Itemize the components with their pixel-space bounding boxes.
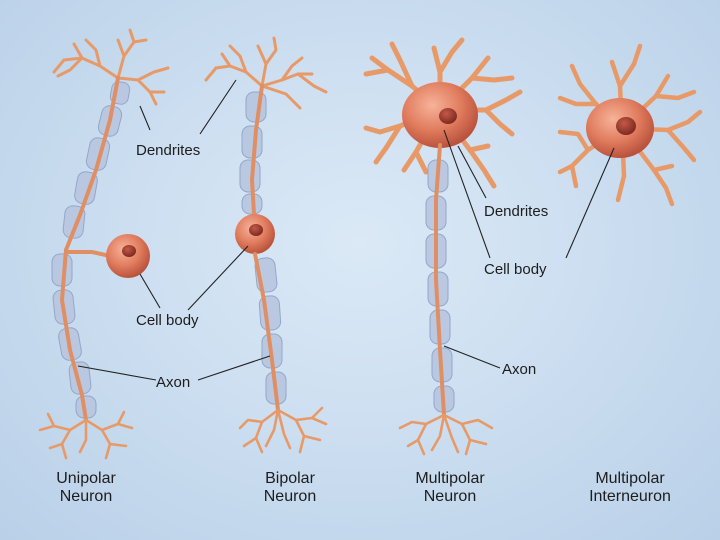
caption-interneuron: Multipolar Interneuron [589,470,671,505]
bipolar-axon-terminals [240,408,326,452]
multipolar-neuron [366,40,520,454]
caption-unipolar: Unipolar Neuron [56,470,116,505]
label-cell-body-left: Cell body [136,312,199,329]
label-axon-left: Axon [156,374,190,391]
multipolar-interneuron [560,46,700,204]
label-dendrites-right: Dendrites [484,203,548,220]
leader-cellbody-left-2 [188,246,248,310]
bipolar-neuron [206,38,326,452]
caption-multipolar: Multipolar Neuron [415,470,485,505]
multipolar-axon-terminals [400,415,492,454]
multipolar-nucleus [439,108,457,124]
unipolar-stalk [66,252,110,256]
caption-interneuron-line1: Multipolar [595,470,665,487]
leader-dendrites-left-1 [140,106,150,130]
label-axon-right: Axon [502,361,536,378]
label-cell-body-right: Cell body [484,261,547,278]
caption-bipolar: Bipolar Neuron [264,470,316,505]
caption-bipolar-line1: Bipolar [265,470,315,487]
unipolar-neuron [40,30,168,458]
interneuron-nucleus [616,117,636,135]
unipolar-axon-terminals [40,412,132,458]
unipolar-myelin-lower [52,254,96,418]
bipolar-nucleus [249,224,263,236]
leader-cellbody-left-1 [140,274,160,308]
unipolar-nucleus [122,245,136,257]
caption-multipolar-line1: Multipolar [415,470,485,487]
caption-multipolar-line2: Neuron [424,488,476,505]
caption-unipolar-line1: Unipolar [56,470,116,487]
leader-axon-left-2 [198,356,270,380]
leader-dendrites-left-2 [200,80,236,134]
unipolar-myelin-upper [62,81,130,239]
caption-interneuron-line2: Interneuron [589,488,671,505]
caption-unipolar-line2: Neuron [60,488,112,505]
caption-bipolar-line2: Neuron [264,488,316,505]
leader-lines [78,80,614,380]
label-dendrites-left: Dendrites [136,142,200,159]
